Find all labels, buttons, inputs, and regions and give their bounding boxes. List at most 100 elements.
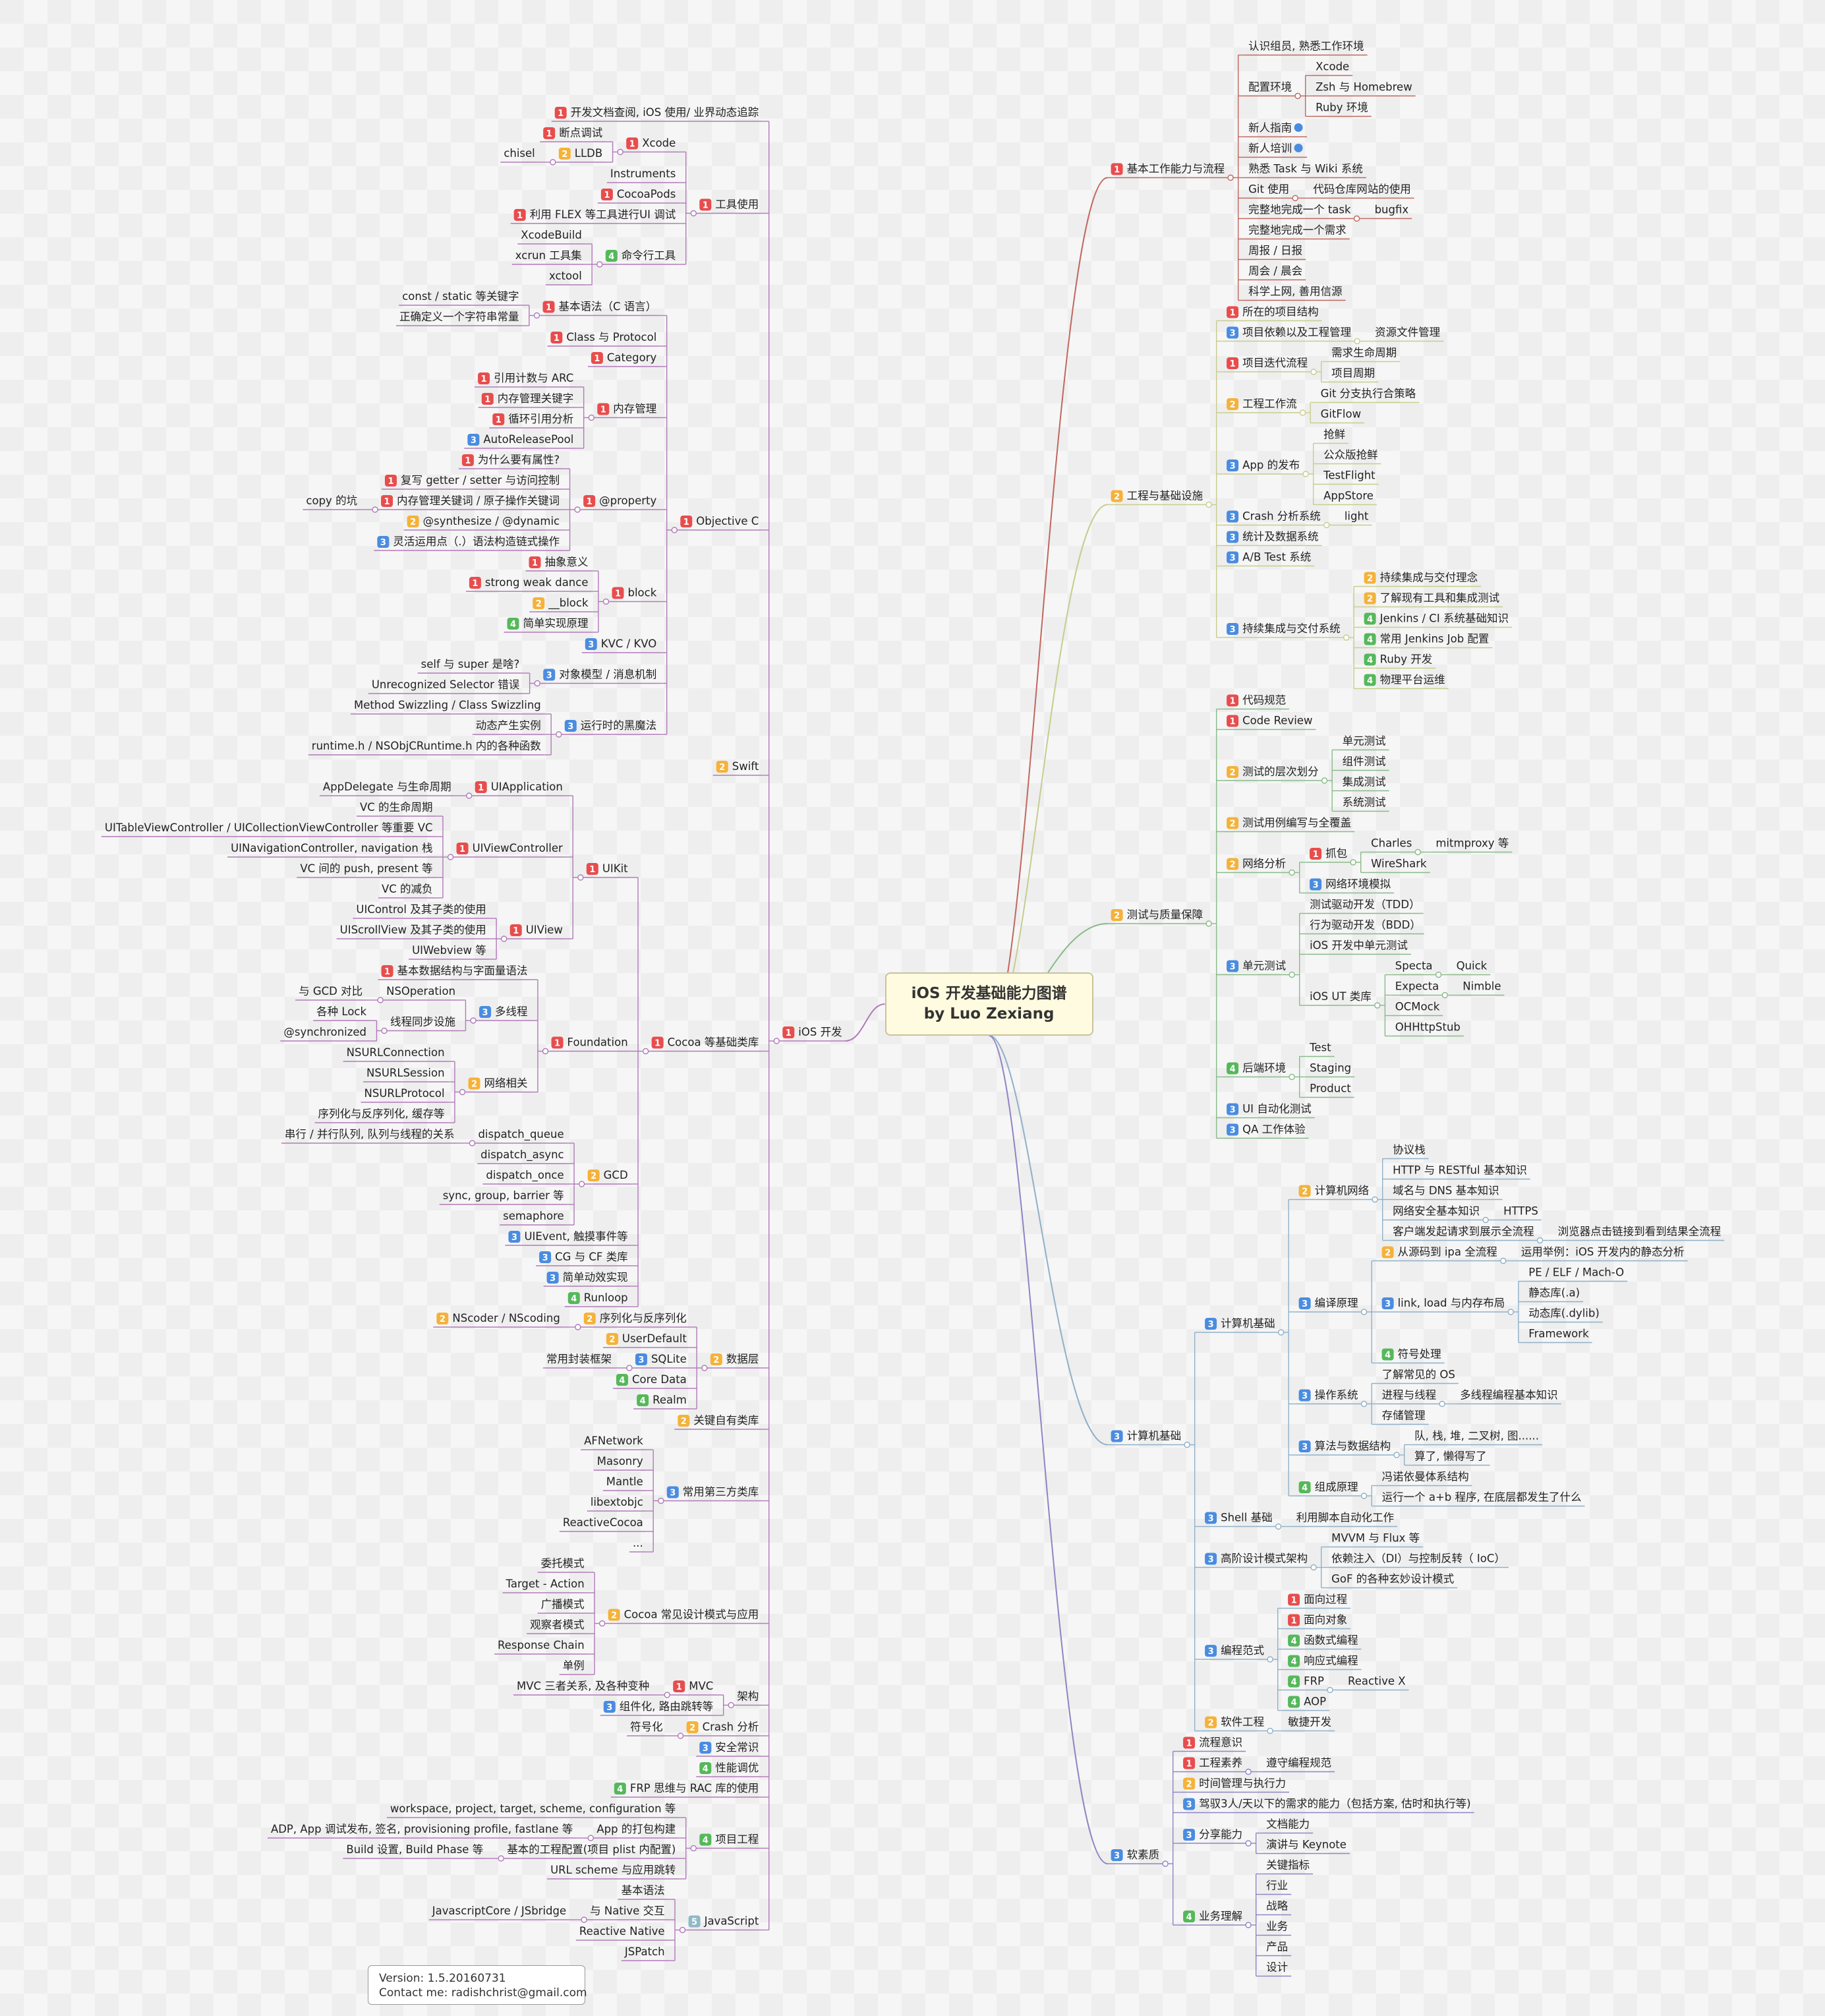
topic-node[interactable]: dispatch_async — [477, 1148, 567, 1164]
topic-node[interactable]: 关键指标 — [1263, 1859, 1314, 1875]
topic-node[interactable]: 浏览器点击链接到看到结果全流程 — [1554, 1226, 1725, 1241]
topic-node[interactable]: AppStore — [1320, 490, 1377, 506]
topic-node[interactable]: HTTP 与 RESTful 基本知识 — [1389, 1164, 1530, 1180]
collapse-toggle[interactable] — [598, 1620, 606, 1627]
collapse-toggle[interactable] — [1227, 174, 1234, 181]
topic-node[interactable]: 单例 — [559, 1659, 588, 1675]
topic-node[interactable]: 正确定义一个字符串常量 — [396, 311, 523, 326]
topic-node[interactable]: @synchronized — [280, 1026, 370, 1042]
topic-node[interactable]: UIControl 及其子类的使用 — [353, 903, 490, 919]
topic-node[interactable]: 新人指南 — [1245, 122, 1308, 138]
topic-node[interactable]: 认识组员, 熟悉工作环境 — [1245, 40, 1368, 56]
topic-node[interactable]: 业务 — [1263, 1920, 1292, 1936]
topic-node[interactable]: XcodeBuild — [517, 229, 585, 245]
topic-node[interactable]: Charles — [1368, 837, 1422, 856]
topic-node[interactable]: AppDelegate 与生命周期 — [319, 781, 455, 796]
topic-node[interactable]: 公众版抢鲜 — [1320, 449, 1381, 465]
topic-node[interactable]: JavascriptCore / JSbridge — [428, 1905, 570, 1920]
topic-node[interactable]: AFNetwork — [581, 1435, 647, 1450]
topic-node[interactable]: 依赖注入（DI）与控制反转（ IoC） — [1328, 1553, 1509, 1568]
collapse-toggle[interactable] — [550, 159, 556, 165]
collapse-toggle[interactable] — [602, 598, 610, 605]
link-icon[interactable] — [1294, 123, 1303, 132]
collapse-toggle[interactable] — [1289, 869, 1295, 876]
topic-node[interactable]: ReactiveCocoa — [559, 1516, 647, 1532]
collapse-toggle[interactable] — [542, 1048, 549, 1055]
collapse-toggle[interactable] — [671, 527, 678, 533]
topic-node[interactable]: 2__block — [529, 597, 592, 612]
collapse-toggle[interactable] — [690, 1845, 697, 1852]
topic-node[interactable]: 敏捷开发 — [1285, 1716, 1335, 1732]
collapse-toggle[interactable] — [1323, 521, 1330, 529]
topic-node[interactable]: 协议栈 — [1389, 1144, 1429, 1160]
topic-node[interactable]: light — [1341, 510, 1372, 526]
topic-node[interactable]: 客户端发起请求到展示全流程 — [1389, 1226, 1544, 1244]
topic-node[interactable]: VC 的生命周期 — [357, 801, 436, 817]
topic-node[interactable]: Target - Action — [502, 1578, 588, 1593]
topic-node[interactable]: Test — [1306, 1042, 1335, 1057]
collapse-toggle[interactable] — [574, 506, 581, 513]
collapse-toggle[interactable] — [533, 312, 540, 319]
topic-node[interactable]: 架构 — [728, 1690, 763, 1709]
topic-node[interactable]: 算了, 懒得写了 — [1411, 1450, 1490, 1466]
topic-node[interactable]: ADP, App 调试发布, 签名, provisioning profile,… — [267, 1823, 577, 1839]
collapse-toggle[interactable] — [1360, 1493, 1368, 1499]
topic-node[interactable]: iOS 开发中单元测试 — [1306, 939, 1411, 955]
collapse-toggle[interactable] — [447, 854, 454, 860]
topic-node[interactable]: 存储管理 — [1378, 1409, 1429, 1425]
topic-node[interactable]: 基本语法 — [618, 1884, 668, 1900]
topic-node[interactable]: 战略 — [1263, 1900, 1292, 1916]
collapse-toggle[interactable] — [728, 1702, 734, 1709]
collapse-toggle[interactable] — [372, 506, 378, 513]
collapse-toggle[interactable] — [381, 1027, 388, 1034]
topic-node[interactable]: dispatch_queue — [469, 1128, 567, 1146]
topic-node[interactable]: JSPatch — [621, 1945, 668, 1961]
collapse-toggle[interactable] — [626, 1365, 633, 1371]
topic-node[interactable]: 了解常见的 OS — [1378, 1369, 1459, 1384]
topic-node[interactable]: HTTPS — [1500, 1205, 1542, 1221]
topic-node[interactable]: 常用封装框架 — [542, 1353, 615, 1369]
topic-node[interactable]: 进程与线程 — [1378, 1389, 1445, 1408]
collapse-toggle[interactable] — [1289, 971, 1295, 978]
topic-node[interactable]: Instruments — [606, 167, 680, 183]
topic-node[interactable]: PE / ELF / Mach-O — [1525, 1266, 1628, 1282]
topic-node[interactable]: Reactive X — [1345, 1675, 1409, 1691]
